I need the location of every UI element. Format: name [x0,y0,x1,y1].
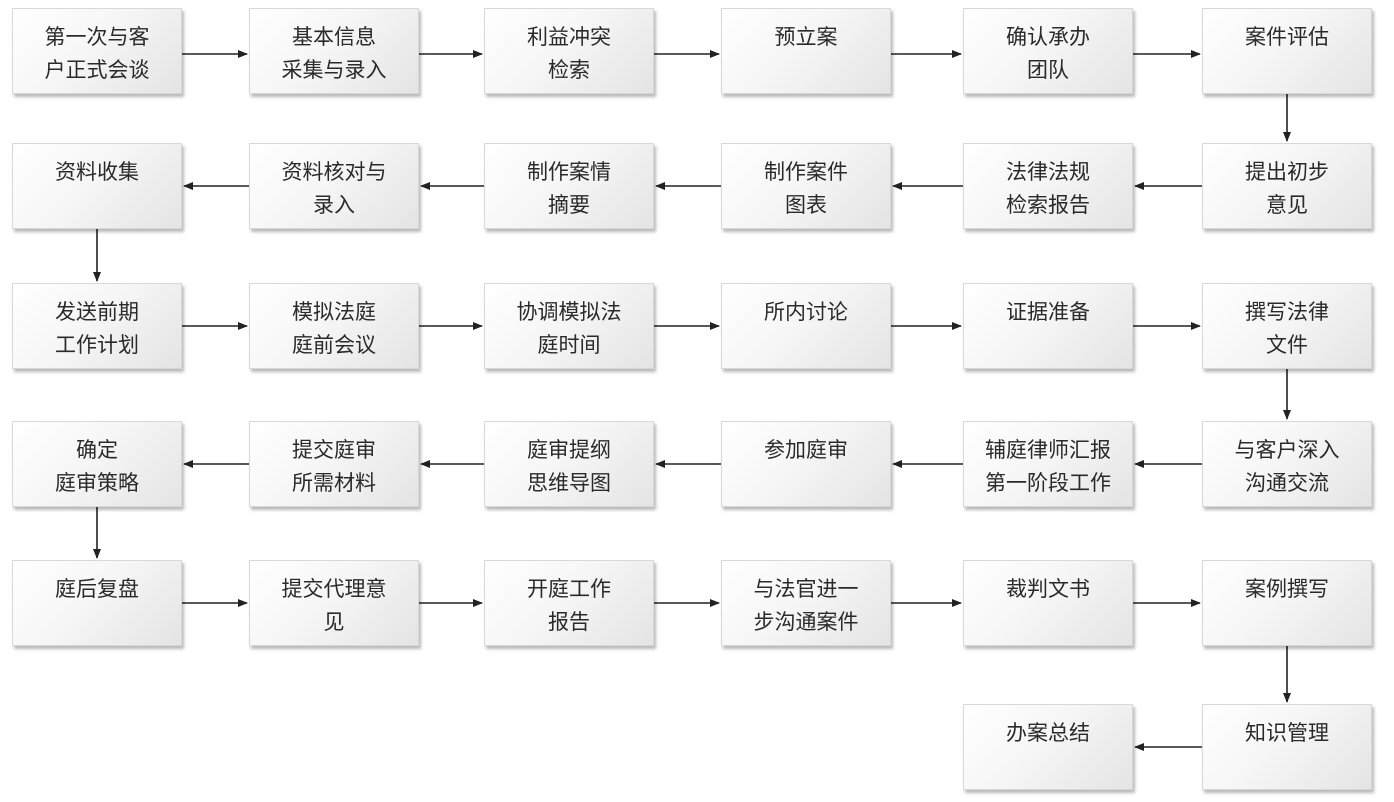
flow-step-box: 提交庭审 所需材料 [249,421,419,507]
flow-step-box: 参加庭审 [721,421,891,507]
flow-step-box: 与客户深入 沟通交流 [1202,421,1372,507]
flow-step-box: 提出初步 意见 [1202,143,1372,229]
flow-step-box: 确定 庭审策略 [12,421,182,507]
flow-step-box: 法律法规 检索报告 [963,143,1133,229]
flow-step-box: 资料收集 [12,143,182,229]
flow-step-box: 发送前期 工作计划 [12,283,182,369]
flow-step-box: 确认承办 团队 [963,8,1133,94]
flow-step-box: 裁判文书 [963,560,1133,646]
flow-step-box: 资料核对与 录入 [249,143,419,229]
flow-step-box: 开庭工作 报告 [484,560,654,646]
flow-step-box: 庭后复盘 [12,560,182,646]
flow-step-box: 证据准备 [963,283,1133,369]
flow-step-box: 辅庭律师汇报 第一阶段工作 [963,421,1133,507]
flow-step-box: 案例撰写 [1202,560,1372,646]
flow-step-box: 制作案件 图表 [721,143,891,229]
flow-step-box: 基本信息 采集与录入 [249,8,419,94]
flow-step-box: 所内讨论 [721,283,891,369]
flow-step-box: 提交代理意 见 [249,560,419,646]
flow-step-box: 模拟法庭 庭前会议 [249,283,419,369]
flow-step-box: 制作案情 摘要 [484,143,654,229]
flow-step-box: 办案总结 [963,704,1133,790]
flow-step-box: 知识管理 [1202,704,1372,790]
flow-step-box: 利益冲突 检索 [484,8,654,94]
flow-step-box: 案件评估 [1202,8,1372,94]
flow-step-box: 庭审提纲 思维导图 [484,421,654,507]
flow-step-box: 协调模拟法 庭时间 [484,283,654,369]
flow-step-box: 第一次与客 户正式会谈 [12,8,182,94]
flow-step-box: 与法官进一 步沟通案件 [721,560,891,646]
flow-step-box: 预立案 [721,8,891,94]
flow-step-box: 撰写法律 文件 [1202,283,1372,369]
